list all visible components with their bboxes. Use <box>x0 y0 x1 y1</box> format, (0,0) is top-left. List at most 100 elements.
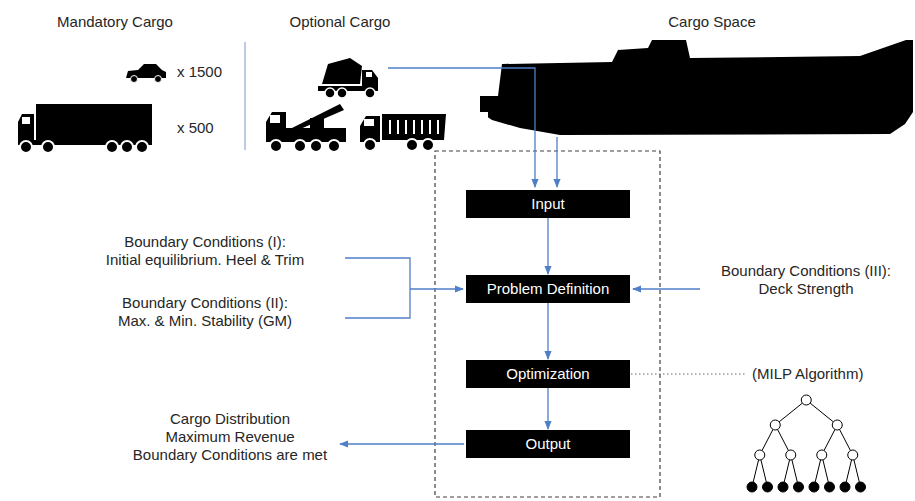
dump-truck-icon <box>406 139 418 151</box>
tree-leaf <box>778 482 788 492</box>
dump-truck-icon <box>422 139 434 151</box>
tree-leaf <box>825 482 835 492</box>
text-label: Cargo Distribution <box>170 410 290 428</box>
crane-truck-icon <box>266 104 346 152</box>
text-label: Boundary Conditions (III): <box>721 262 891 280</box>
tree-leaf <box>763 482 773 492</box>
boundary-bracket <box>345 258 410 318</box>
car-icon <box>131 76 138 83</box>
tree-node <box>817 450 827 460</box>
mixer-truck-icon <box>322 58 362 84</box>
crane-truck-icon <box>294 140 306 152</box>
truck-icon <box>18 114 34 140</box>
text-label: Boundary Conditions (II): <box>122 294 288 312</box>
crane-truck-icon <box>270 140 282 152</box>
text-label: Mandatory Cargo <box>57 13 173 31</box>
milp-leader <box>631 373 746 374</box>
crane-truck-icon <box>266 112 286 142</box>
mixer-truck-icon <box>362 70 378 88</box>
mixer-truck-icon <box>318 58 378 98</box>
tree-leaf <box>747 482 757 492</box>
cargo-feed-line <box>388 68 535 187</box>
crane-truck-icon <box>270 115 280 123</box>
dump-truck-icon <box>437 120 439 134</box>
process-box: Optimization <box>466 360 630 388</box>
truck-icon <box>36 104 152 140</box>
text-label: Initial equilibrium. Heel & Trim <box>106 251 304 269</box>
truck-icon <box>136 141 148 153</box>
box-text: Output <box>525 435 570 453</box>
process-box: Input <box>466 190 630 218</box>
process-box: Problem Definition <box>466 275 630 303</box>
tree-node <box>786 450 796 460</box>
box-text: Input <box>531 195 564 213</box>
dump-truck-icon <box>382 114 446 140</box>
tree-node <box>801 395 811 405</box>
dump-truck-icon <box>360 114 446 151</box>
ship-stern-gap <box>480 112 488 126</box>
truck-icon <box>18 104 152 153</box>
mixer-truck-icon <box>337 88 347 98</box>
mixer-truck-icon <box>325 88 335 98</box>
dump-truck-icon <box>397 120 399 134</box>
tree-node <box>755 450 765 460</box>
tree-node <box>848 450 858 460</box>
dump-truck-icon <box>364 139 376 151</box>
tree-branch <box>784 460 789 482</box>
tree-branch <box>846 460 851 482</box>
mixer-truck-icon <box>365 88 375 98</box>
tree-branch <box>761 460 766 482</box>
text-label: Max. & Min. Stability (GM) <box>118 312 292 330</box>
tree-leaf <box>809 482 819 492</box>
crane-truck-icon <box>310 140 322 152</box>
tree-node <box>770 420 780 430</box>
boundary-arrow <box>410 288 463 289</box>
crane-truck-icon <box>328 140 340 152</box>
truck-icon <box>22 117 30 124</box>
truck-icon <box>106 141 118 153</box>
flow-arrow <box>547 218 548 274</box>
tree-branch <box>823 460 828 482</box>
text-label: Deck Strength <box>758 280 853 298</box>
text-label: (MILP Algorithm) <box>752 365 863 383</box>
tree-branch <box>753 460 758 482</box>
process-frame <box>435 151 660 497</box>
output-arrow <box>340 443 464 444</box>
truck-icon <box>20 141 32 153</box>
tree-branch <box>762 429 773 450</box>
text-label: Cargo Space <box>668 13 756 31</box>
process-box: Output <box>466 430 630 458</box>
text-label: x 500 <box>177 119 214 137</box>
flow-arrow <box>547 388 548 429</box>
tree-branch <box>824 429 835 450</box>
deck-strength-arrow <box>633 288 700 289</box>
text-label: Boundary Conditions (I): <box>124 233 286 251</box>
tree-branch <box>792 460 797 482</box>
dump-truck-icon <box>429 120 431 134</box>
tree-node <box>832 420 842 430</box>
car-icon <box>126 64 166 83</box>
ship-silhouette <box>480 40 913 135</box>
separator-line <box>244 42 245 150</box>
text-label: Optional Cargo <box>290 13 391 31</box>
tree-leaf <box>856 482 866 492</box>
car-icon <box>155 76 162 83</box>
flow-arrow <box>547 303 548 359</box>
truck-icon <box>121 141 133 153</box>
crane-truck-icon <box>292 104 344 130</box>
crane-truck-icon <box>310 118 324 130</box>
dump-truck-icon <box>405 120 407 134</box>
tree-leaf <box>840 482 850 492</box>
tree-branch <box>778 429 789 450</box>
search-tree-icon <box>747 395 866 492</box>
dump-truck-icon <box>413 120 415 134</box>
tree-branch <box>779 403 802 422</box>
tree-branch <box>815 460 820 482</box>
truck-icon <box>42 141 54 153</box>
tree-branch <box>854 460 859 482</box>
tree-leaf <box>794 482 804 492</box>
ship-feed-line <box>556 137 557 187</box>
